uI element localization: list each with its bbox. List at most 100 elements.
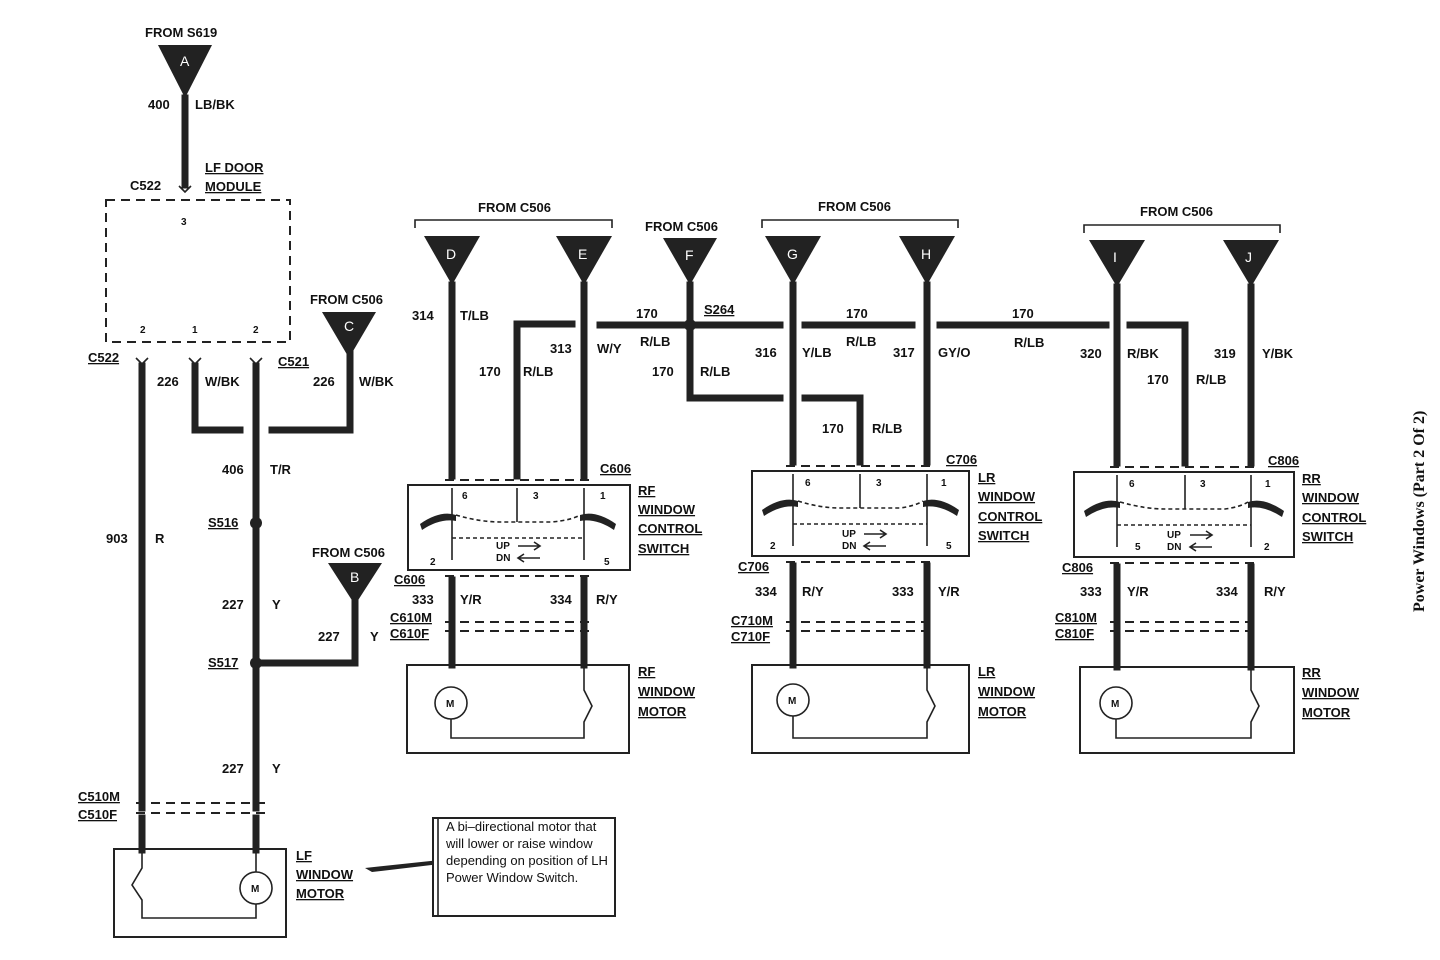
rr-sw-label-4: SWITCH	[1302, 529, 1353, 544]
note-text: A bi–directional motor that will lower o…	[446, 819, 608, 885]
rr-switch-contacts	[1119, 501, 1249, 510]
from-c506-c-label: FROM C506	[310, 292, 383, 307]
rf-motor-box	[406, 664, 630, 754]
rf-switch-lever-right	[580, 513, 616, 530]
rf-pin-d: D	[446, 246, 456, 262]
rf-pin-5: 5	[604, 557, 610, 568]
lf-motor-label-1: LF	[296, 848, 312, 863]
wire-226-right	[268, 346, 354, 434]
pin-c-label: C	[344, 318, 354, 334]
lr-w333-color: Y/R	[938, 584, 960, 599]
lf-section: FROM S619 A 400 LB/BK LF DOOR MODULE C52…	[78, 25, 616, 938]
lr-dn: DN	[842, 541, 856, 552]
rr-pin-6: 6	[1129, 479, 1135, 490]
rr-section: 170 R/LB FROM C506 I J 320 R/BK 170 R/LB…	[936, 204, 1366, 754]
lr-w170-top-color: R/LB	[846, 334, 876, 349]
c522-top-label: C522	[130, 178, 161, 193]
c510f-label: C510F	[78, 807, 117, 822]
pin-a-label: A	[180, 53, 190, 69]
lr-motor-label-2: WINDOW	[978, 684, 1036, 699]
wire-903-color: R	[155, 531, 165, 546]
rf-motor-label-1: RF	[638, 664, 655, 679]
rr-c806-bottom-label: C806	[1062, 560, 1093, 575]
rr-up: UP	[1167, 530, 1181, 541]
rr-w334-num: 334	[1216, 584, 1238, 599]
rf-motor-internal	[450, 665, 593, 739]
rf-sw-label-4: SWITCH	[638, 541, 689, 556]
rr-w320-num: 320	[1080, 346, 1102, 361]
wire-227a-color: Y	[272, 597, 281, 612]
rf-pin-e: E	[578, 246, 587, 262]
rf-w333-color: Y/R	[460, 592, 482, 607]
rr-pin-1: 1	[1265, 479, 1271, 490]
rf-section: FROM C506 D E 314 T/LB 170 R/LB 313 W/Y …	[390, 200, 702, 754]
connector-c-triangle	[322, 312, 376, 358]
lr-pin-1: 1	[941, 478, 947, 489]
rf-triangle-d	[424, 236, 480, 285]
rr-w170-top-num: 170	[1012, 306, 1034, 321]
lf-module-pin-3: 3	[181, 217, 187, 228]
rf-w334-num: 334	[550, 592, 572, 607]
rr-pin-5: 5	[1135, 542, 1141, 553]
lr-c710f: C710F	[731, 629, 770, 644]
wire-227-branch	[252, 596, 359, 667]
lr-switch-box	[751, 470, 970, 557]
rr-switch-box	[1073, 471, 1295, 558]
lf-motor-box	[113, 848, 287, 938]
rf-switch-contacts	[455, 514, 581, 523]
rf-w334-color: R/Y	[596, 592, 618, 607]
lr-motor-box	[751, 664, 970, 754]
lr-w317-num: 317	[893, 345, 915, 360]
rf-w314-num: 314	[412, 308, 434, 323]
rr-pin-3: 3	[1200, 479, 1206, 490]
rf-switch-internal	[451, 488, 585, 560]
center-w1-color: R/LB	[640, 334, 670, 349]
lr-switch-lever-left	[762, 499, 798, 516]
rf-c606-top-label: C606	[600, 461, 631, 476]
wire-400-color: LB/BK	[195, 97, 235, 112]
lr-c706-top-label: C706	[946, 452, 977, 467]
rr-motor-m: M	[1111, 699, 1119, 710]
rf-pin-2: 2	[430, 557, 436, 568]
lr-sw-label-1: LR	[978, 470, 996, 485]
rf-motor-label-3: MOTOR	[638, 704, 687, 719]
lr-motor-m: M	[788, 696, 796, 707]
wire-227a-num: 227	[222, 597, 244, 612]
c510m-label: C510M	[78, 789, 120, 804]
rf-arrows	[516, 541, 542, 563]
lr-sw-label-2: WINDOW	[978, 489, 1036, 504]
lr-c706-bottom-label: C706	[738, 559, 769, 574]
rr-arrows	[1188, 530, 1214, 552]
rr-triangle-j	[1223, 240, 1279, 287]
center-wire-down	[686, 321, 784, 402]
center-section: FROM C506 F S264 170 R/LB 170 R/LB	[596, 219, 784, 402]
rf-pin-3: 3	[533, 491, 539, 502]
lf-motor-label-2: WINDOW	[296, 867, 354, 882]
wire-227c-num: 227	[222, 761, 244, 776]
rr-pin-i: I	[1113, 249, 1117, 265]
rf-switch-box	[407, 484, 631, 571]
from-c506-b-label: FROM C506	[312, 545, 385, 560]
lr-section: FROM C506 G H 316 Y/LB 170 R/LB 170 R/LB…	[731, 199, 1042, 754]
rr-c806-top-label: C806	[1268, 453, 1299, 468]
rr-sw-label-3: CONTROL	[1302, 510, 1366, 525]
lr-up: UP	[842, 529, 856, 540]
lr-switch-contacts	[797, 500, 924, 509]
lr-pin-3: 3	[876, 478, 882, 489]
rr-w333-color: Y/R	[1127, 584, 1149, 599]
lr-c710m: C710M	[731, 613, 773, 628]
wire-406-num: 406	[222, 462, 244, 477]
rf-triangle-e	[556, 236, 612, 285]
lf-door-module-label-1: LF DOOR	[205, 160, 264, 175]
rf-wire-170	[513, 320, 576, 480]
lf-motor-internal	[131, 850, 257, 919]
s516-label: S516	[208, 515, 238, 530]
rr-w319-color: Y/BK	[1262, 346, 1294, 361]
rr-w170-color: R/LB	[1196, 372, 1226, 387]
rf-sw-label-3: CONTROL	[638, 521, 702, 536]
rf-switch-lever-left	[420, 513, 456, 530]
wire-227c-color: Y	[272, 761, 281, 776]
c522-bottom-label: C522	[88, 350, 119, 365]
lf-door-module-box	[105, 199, 291, 343]
rf-motor-label-2: WINDOW	[638, 684, 696, 699]
